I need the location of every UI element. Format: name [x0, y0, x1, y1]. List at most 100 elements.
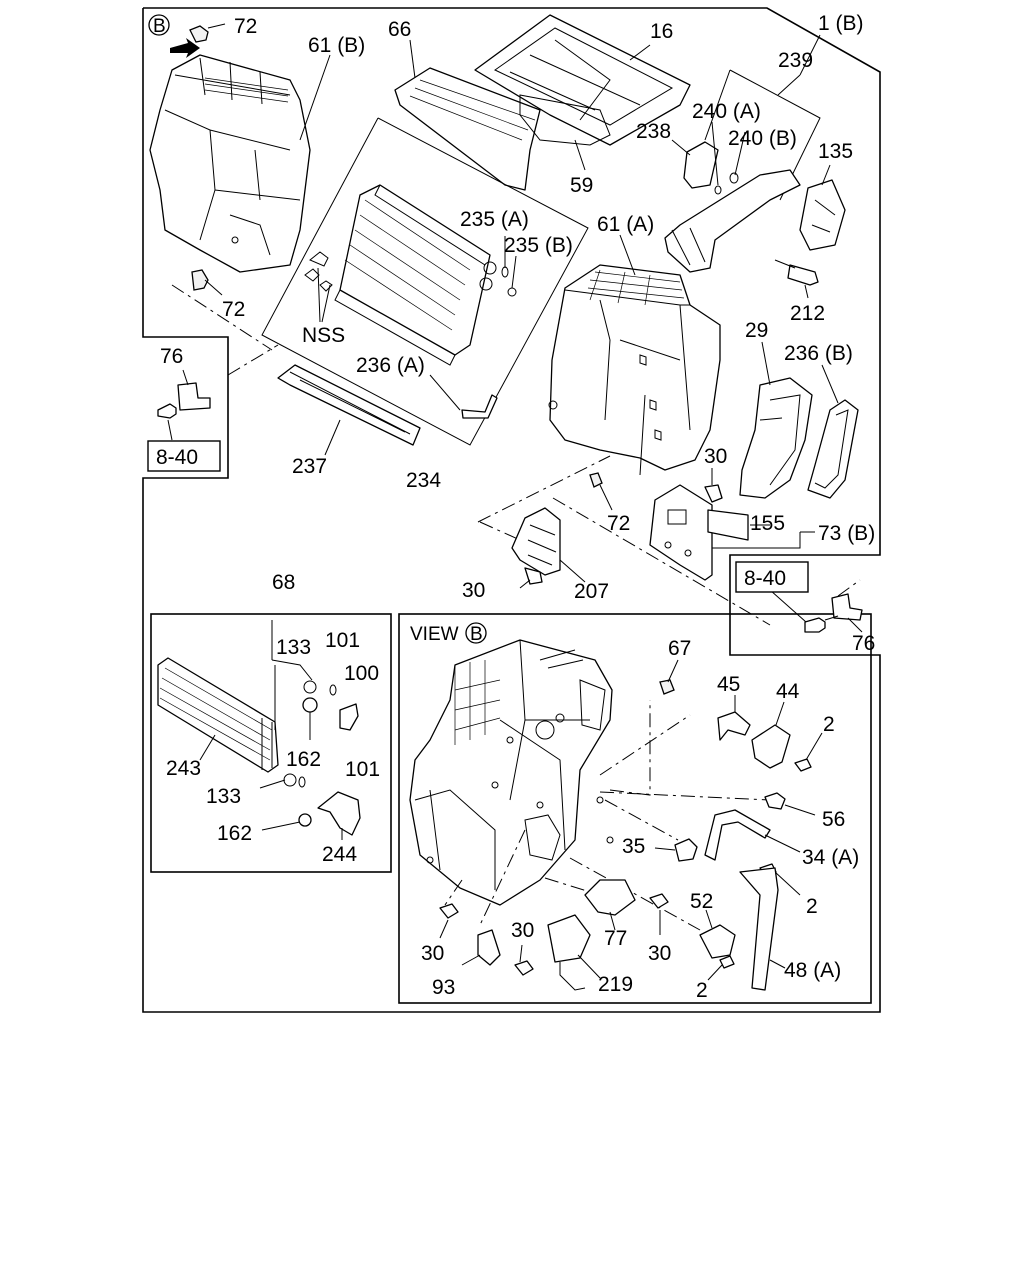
label-243: 243 [166, 757, 201, 780]
label-1b: 1 (B) [818, 12, 864, 35]
label-44: 44 [776, 680, 800, 703]
part-45-link [717, 695, 751, 741]
label-133-a: 133 [276, 636, 311, 659]
label-101-b: 101 [345, 758, 380, 781]
callout-labels: 1 (B) 72 61 (B) 66 16 239 240 (A) 240 (B… [160, 12, 875, 1002]
view-b-box [398, 613, 872, 1004]
label-67: 67 [668, 637, 691, 660]
label-234: 234 [406, 469, 441, 492]
label-66: 66 [388, 18, 411, 41]
airflow-arrow-icon [170, 38, 200, 58]
view-marker-inset-letter: B [470, 624, 483, 645]
label-155: 155 [750, 512, 785, 535]
label-100: 100 [344, 662, 379, 685]
part-2-screw-c [707, 955, 735, 981]
part-237-drain-tray [277, 364, 421, 456]
view-marker-top: B [148, 14, 170, 37]
label-61a: 61 (A) [597, 213, 654, 236]
label-212: 212 [790, 302, 825, 325]
label-77: 77 [604, 927, 627, 950]
part-72-clip-low [589, 472, 613, 511]
label-244: 244 [322, 843, 357, 866]
label-162-b: 162 [217, 822, 252, 845]
part-135-bracket [799, 164, 846, 251]
label-93: 93 [432, 976, 455, 999]
view-marker-top-letter: B [153, 16, 166, 37]
view-b-housing [409, 639, 614, 906]
label-68: 68 [272, 571, 295, 594]
outer-frame [142, 7, 881, 1013]
label-237: 237 [292, 455, 327, 478]
label-61b: 61 (B) [308, 34, 365, 57]
label-239: 239 [778, 49, 813, 72]
dashed-leaders-lower [477, 394, 771, 626]
label-162-a: 162 [286, 748, 321, 771]
label-133-b: 133 [206, 785, 241, 808]
part-heater-fittings [259, 680, 361, 840]
label-30-207: 30 [462, 579, 485, 602]
brace-239 [704, 69, 821, 201]
part-76-bracket-left [157, 369, 211, 441]
part-240-o-rings [714, 172, 739, 195]
part-35-lever [654, 838, 698, 862]
part-2-screw-a [794, 732, 823, 772]
label-nss: NSS [302, 324, 345, 347]
part-72-clip-top [189, 23, 226, 43]
ref-box-left: 8-40 [147, 440, 221, 472]
part-44-plate [751, 701, 791, 769]
part-61a-housing [548, 234, 721, 471]
label-207: 207 [574, 580, 609, 603]
part-30-screw-v1 [439, 903, 459, 939]
part-30-screw-v2 [514, 944, 534, 976]
brace-133-162 [271, 659, 313, 730]
label-30-v1: 30 [421, 942, 444, 965]
ref-box-right-text: 8-40 [744, 567, 786, 590]
label-135: 135 [818, 140, 853, 163]
label-16: 16 [650, 20, 673, 43]
label-76-left: 76 [160, 345, 183, 368]
label-240b: 240 (B) [728, 127, 797, 150]
part-refrigerant-pipe [664, 169, 801, 273]
part-16-filter-frame [474, 14, 691, 146]
label-73b: 73 (B) [818, 522, 875, 545]
ref-box-left-text: 8-40 [156, 446, 198, 469]
label-236b: 236 (B) [784, 342, 853, 365]
heater-core-box [150, 613, 392, 873]
part-73b-filter [649, 484, 713, 581]
label-34a: 34 (A) [802, 846, 859, 869]
part-243-heater-core [157, 620, 279, 773]
part-236a-tube [429, 374, 498, 419]
label-72-mid: 72 [222, 298, 245, 321]
label-2-c: 2 [696, 979, 708, 1002]
label-52: 52 [690, 890, 713, 913]
label-35: 35 [622, 835, 645, 858]
label-45: 45 [717, 673, 740, 696]
label-238: 238 [636, 120, 671, 143]
part-66-filter-cover [394, 39, 541, 191]
misc-leaders [711, 34, 821, 186]
label-30-v3: 30 [648, 942, 671, 965]
view-b-label: VIEW [410, 624, 459, 645]
part-nss-clips [304, 251, 333, 323]
part-235-o-rings [501, 236, 517, 297]
part-219-sensor [547, 914, 601, 991]
label-236a: 236 (A) [356, 354, 425, 377]
part-30-screw-v3 [649, 893, 669, 935]
part-93-bracket [461, 929, 501, 966]
label-30-upper: 30 [704, 445, 727, 468]
label-219: 219 [598, 973, 633, 996]
brace-73b [712, 531, 815, 549]
label-30-v2: 30 [511, 919, 534, 942]
part-59-panel [519, 94, 611, 171]
label-72-low: 72 [607, 512, 630, 535]
label-2-a: 2 [823, 713, 835, 736]
part-76-bracket-right [769, 579, 863, 633]
label-235b: 235 (B) [504, 234, 573, 257]
label-235a: 235 (A) [460, 208, 529, 231]
part-155-seal [707, 509, 770, 541]
part-212-bolt [774, 259, 819, 299]
part-52-link [699, 909, 736, 959]
view-b-header: VIEW B [410, 622, 487, 645]
label-29: 29 [745, 319, 768, 342]
